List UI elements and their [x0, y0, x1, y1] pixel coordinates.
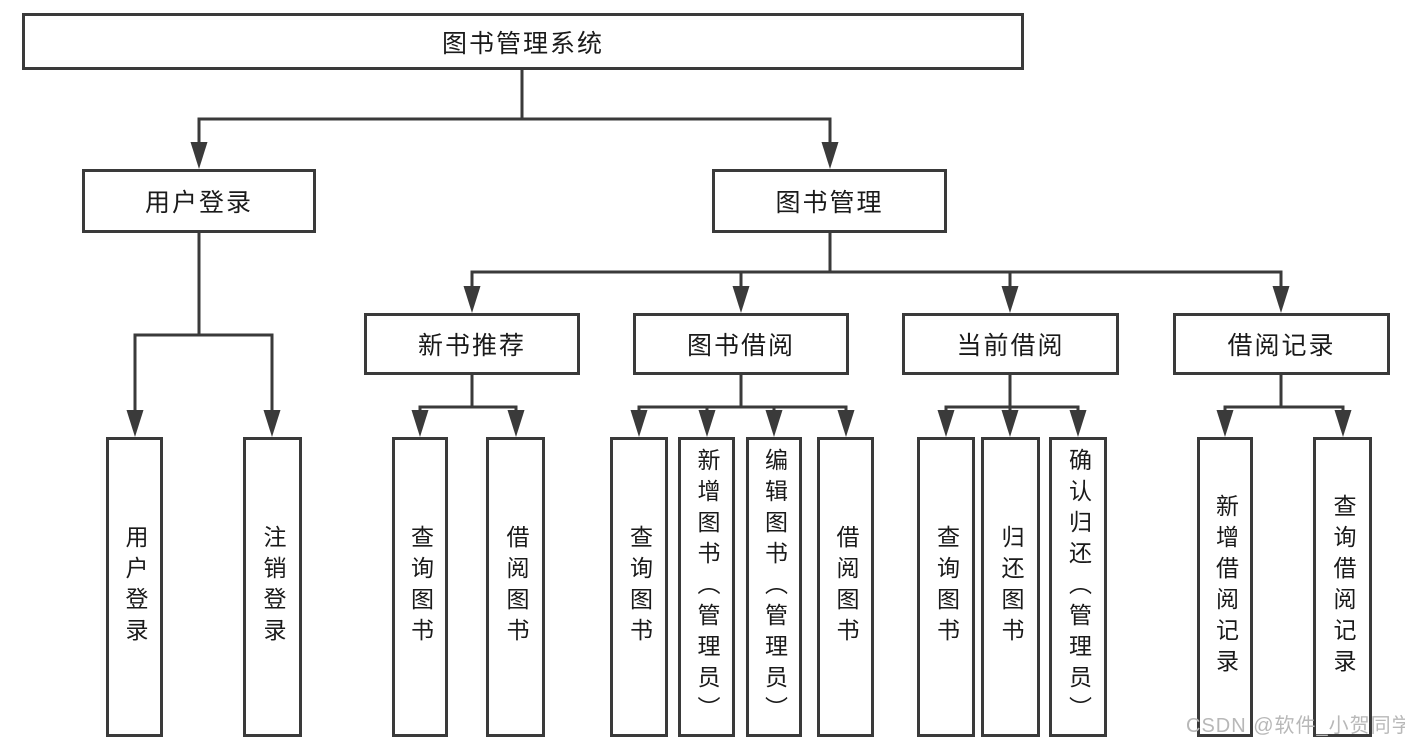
leaf-label: 用户登录 [122, 525, 148, 649]
node-label: 用户登录 [144, 189, 253, 217]
leaf-query-books-current: 查询图书 [917, 437, 975, 737]
leaf-return-books: 归还图书 [981, 437, 1040, 737]
arrowhead-icon [463, 286, 481, 313]
arrowhead-icon [732, 286, 750, 313]
leaf-label: 新增借阅记录 [1212, 494, 1239, 680]
leaf-label: 归还图书 [998, 525, 1024, 649]
node-library-management-system: 图书管理系统 [22, 13, 1024, 70]
leaf-label: 查询图书 [407, 525, 434, 649]
leaf-label: 查询借阅记录 [1330, 494, 1356, 680]
leaf-label: 借阅图书 [833, 525, 859, 649]
connector-path [133, 66, 1345, 414]
leaf-borrow-books-borrowing: 借阅图书 [817, 437, 874, 737]
leaf-edit-books-admin: 编辑图书（管理员） [746, 437, 802, 737]
leaf-label: 借阅图书 [503, 525, 529, 649]
arrowhead-icon [190, 142, 208, 169]
leaf-add-borrow-record: 新增借阅记录 [1197, 437, 1253, 737]
node-label: 图书借阅 [686, 332, 795, 360]
node-label: 借阅记录 [1227, 332, 1336, 360]
arrowhead-icon [837, 410, 855, 437]
arrowhead-icon [411, 410, 429, 437]
watermark: CSDN @软件_小贺同学 [1186, 715, 1405, 737]
leaf-confirm-return-admin: 确认归还（管理员） [1049, 437, 1107, 737]
leaf-label: 确认归还（管理员） [1065, 447, 1092, 727]
arrowhead-icon [1001, 410, 1019, 437]
leaf-add-books-admin: 新增图书（管理员） [678, 437, 735, 737]
arrowhead-icon [126, 410, 144, 437]
leaf-label: 编辑图书（管理员） [761, 447, 788, 727]
leaf-logout: 注销登录 [243, 437, 302, 737]
arrowhead-icon [1069, 410, 1087, 437]
arrowhead-icon [507, 410, 525, 437]
arrowhead-icon [1272, 286, 1290, 313]
leaf-query-borrow-record: 查询借阅记录 [1313, 437, 1372, 737]
leaf-borrow-books-recommend: 借阅图书 [486, 437, 545, 737]
leaf-label: 查询图书 [626, 525, 653, 649]
leaf-label: 注销登录 [260, 525, 286, 649]
arrowhead-icon [1216, 410, 1234, 437]
arrowheads [126, 142, 1352, 437]
leaf-label: 新增图书（管理员） [694, 447, 720, 727]
node-new-book-recommend: 新书推荐 [364, 313, 580, 375]
node-book-borrowing: 图书借阅 [633, 313, 849, 375]
node-book-management: 图书管理 [712, 169, 947, 233]
leaf-user-login: 用户登录 [106, 437, 163, 737]
node-label: 当前借阅 [956, 332, 1065, 360]
leaf-label: 查询图书 [933, 525, 960, 649]
arrowhead-icon [1334, 410, 1352, 437]
arrowhead-icon [765, 410, 783, 437]
leaf-query-books-borrowing: 查询图书 [610, 437, 668, 737]
arrowhead-icon [698, 410, 716, 437]
node-label: 图书管理 [775, 189, 884, 217]
arrowhead-icon [821, 142, 839, 169]
node-label: 新书推荐 [417, 332, 526, 360]
arrowhead-icon [630, 410, 648, 437]
node-label: 图书管理系统 [441, 29, 604, 58]
node-borrowing-records: 借阅记录 [1173, 313, 1390, 375]
arrowhead-icon [263, 410, 281, 437]
node-current-borrowing: 当前借阅 [902, 313, 1119, 375]
leaf-query-books-recommend: 查询图书 [392, 437, 448, 737]
arrowhead-icon [937, 410, 955, 437]
arrowhead-icon [1001, 286, 1019, 313]
node-user-login: 用户登录 [82, 169, 316, 233]
